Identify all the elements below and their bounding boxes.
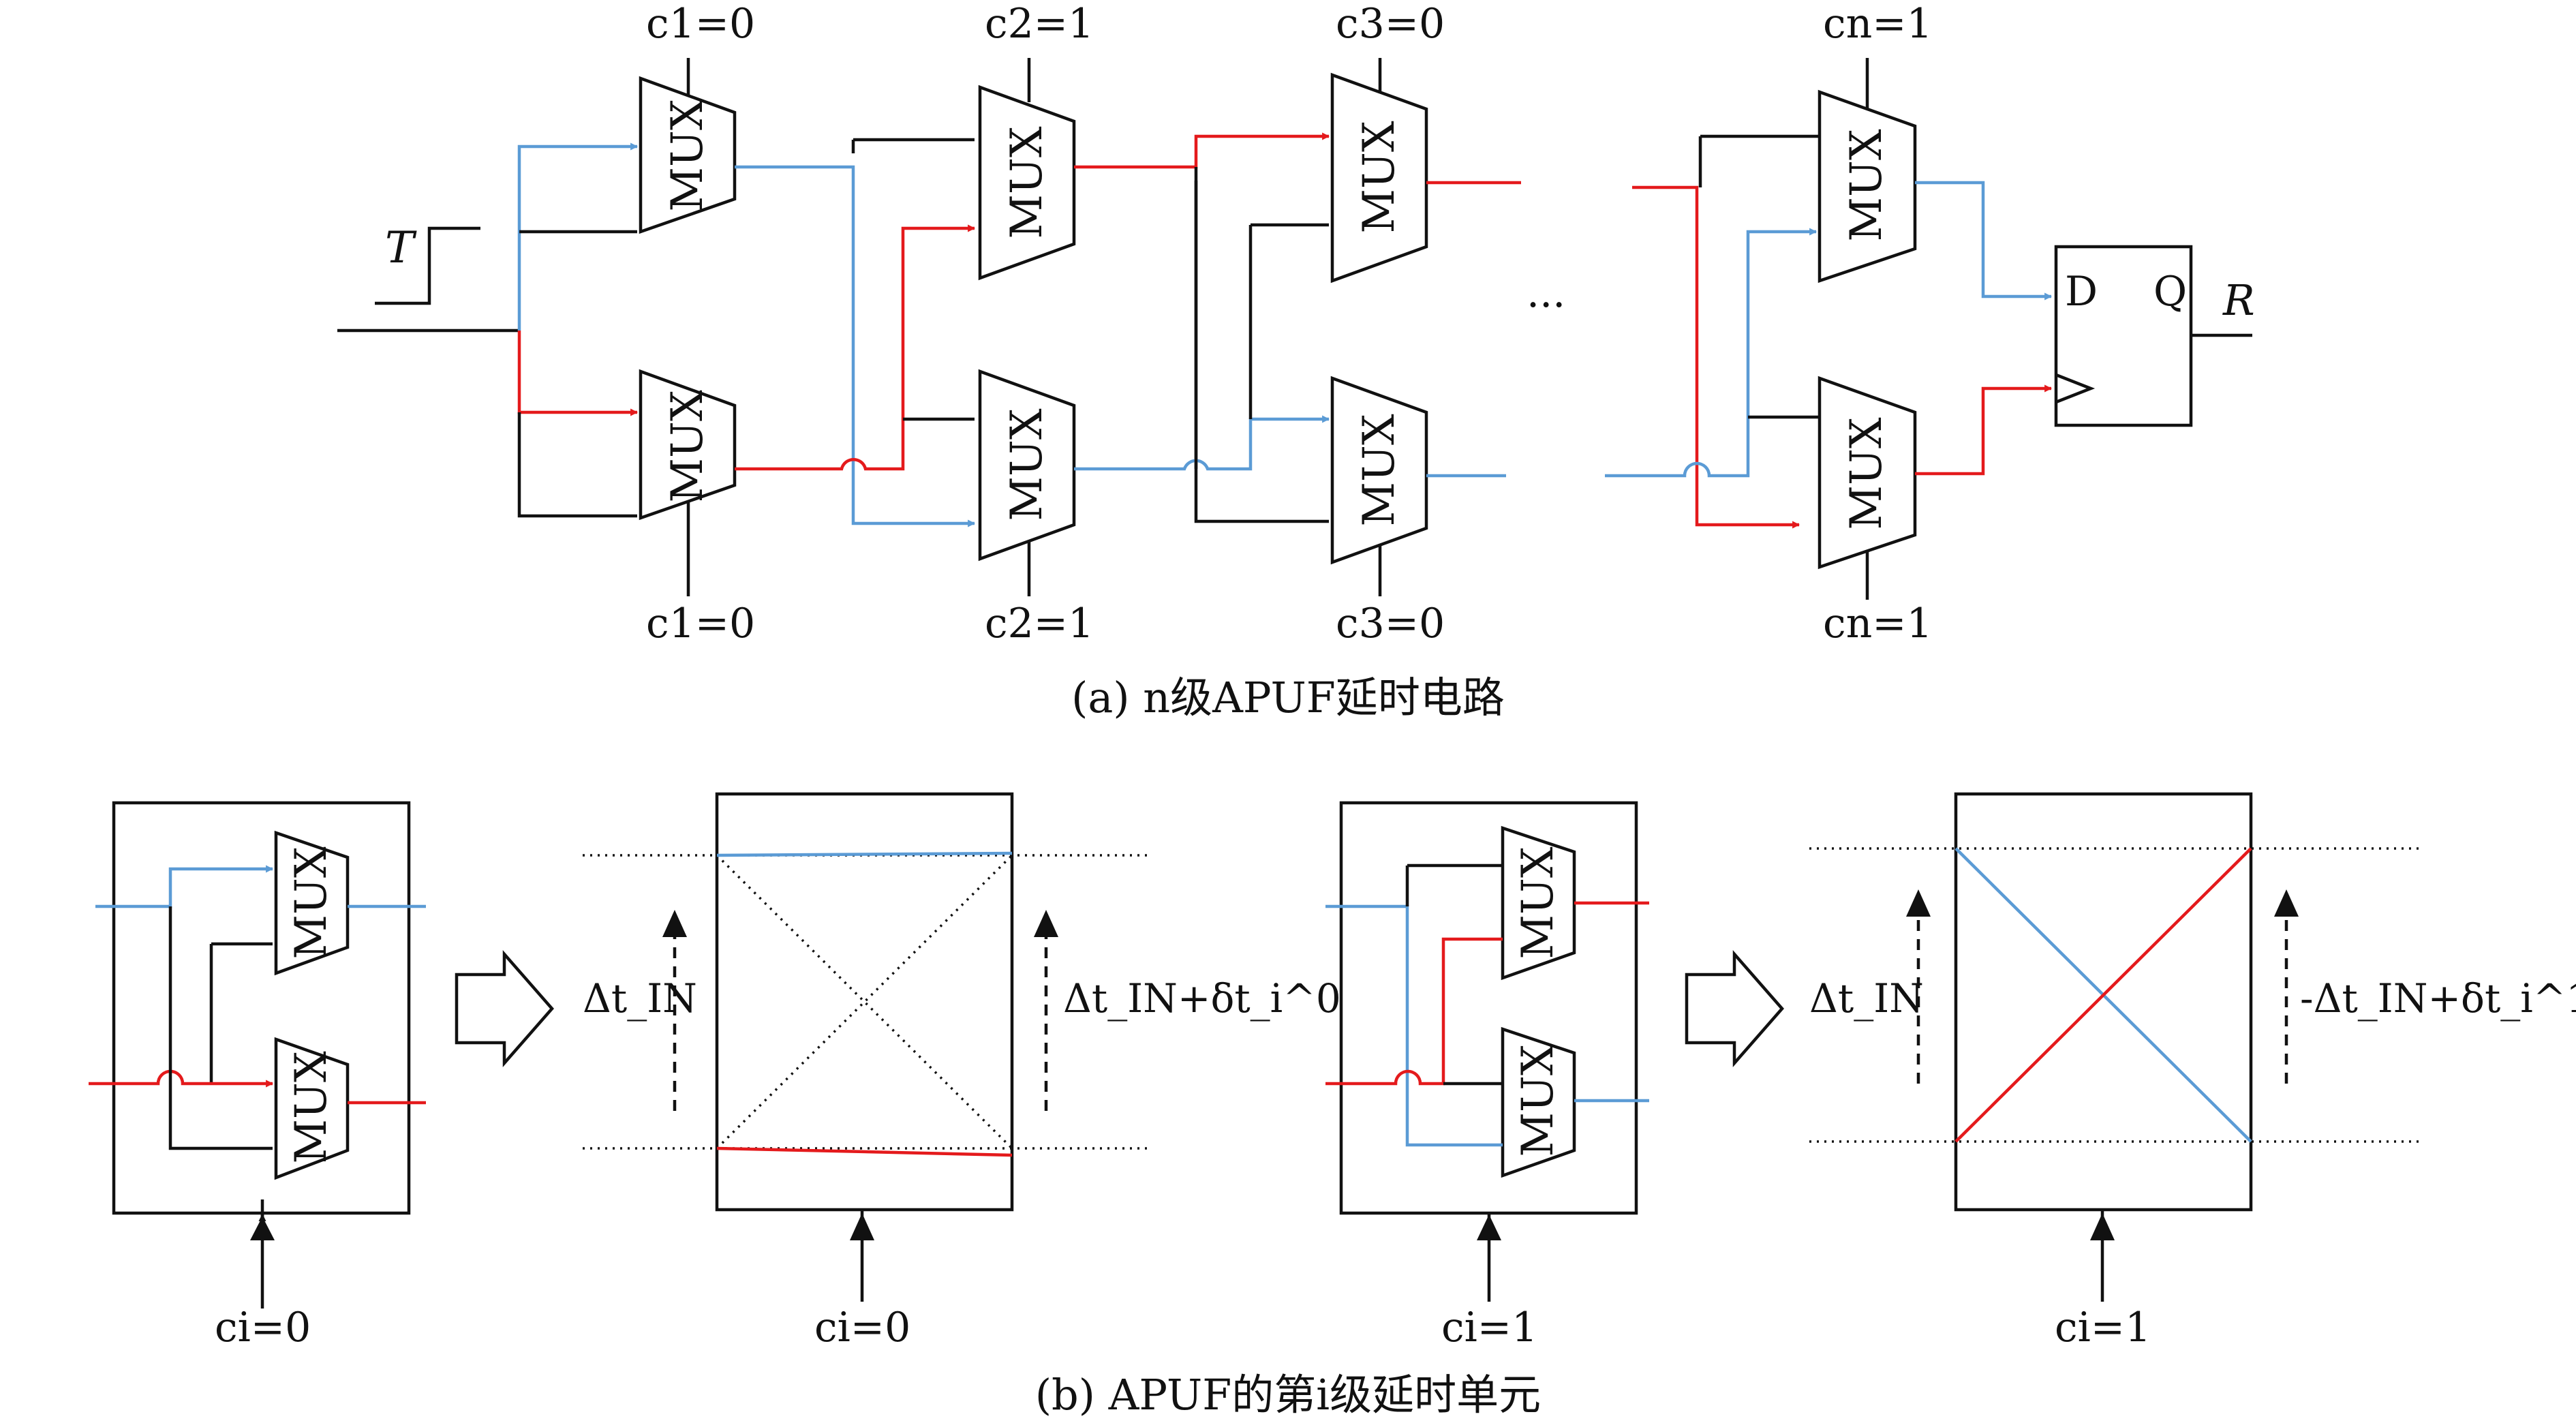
mux-label: MUX [1002, 126, 1052, 239]
mux-stage1-top [639, 76, 737, 234]
mux-label: MUX [1841, 417, 1892, 530]
mux-label: MUX [1513, 846, 1563, 959]
flipflop-d-label: D [2065, 268, 2098, 316]
select-label-top: c1=0 [646, 0, 755, 48]
stage-3: MUX MUX c3=0 c3=0 [1330, 0, 1521, 647]
delay-cell-straight: MUX MUX ci=0 [89, 801, 426, 1351]
panel-a-caption: (a) n级APUF延时电路 [1071, 673, 1505, 722]
panel-b: MUX MUX ci=0 [89, 792, 2576, 1420]
mux-label: MUX [286, 1051, 337, 1163]
select-label-bottom: c3=0 [1336, 600, 1445, 647]
mux-stagen-top [1818, 89, 1917, 284]
select-label: ci=0 [215, 1304, 311, 1351]
delta-out-label: -Δt_IN+δt_i^1 [2300, 975, 2576, 1022]
mux-label: MUX [286, 846, 337, 959]
delay-cell-crossed: MUX MUX ci=1 [1325, 801, 1649, 1351]
select-label-bottom: c1=0 [646, 600, 755, 647]
select-label: ci=1 [1441, 1304, 1537, 1351]
delta-in-label: Δt_IN [1809, 975, 1924, 1022]
timing-diagram-straight: Δt_IN Δt_IN+δt_i^0 ci=0 [583, 792, 1341, 1351]
select-label-top: cn=1 [1823, 0, 1933, 48]
panel-a: T MUX MUX c1=0 c1=0 MUX [337, 0, 2255, 722]
transform-arrow [455, 950, 554, 1067]
delta-in-label: Δt_IN [583, 975, 697, 1022]
mux-label: MUX [1513, 1044, 1563, 1157]
mux-cell1-bottom [274, 1037, 350, 1180]
mux-stagen-bottom [1818, 376, 1917, 570]
flipflop-output-label: R [2222, 275, 2255, 325]
transform-arrow [1685, 950, 1784, 1067]
stage-2: MUX MUX c2=1 c2=1 [978, 0, 1094, 647]
mux-cell1-top [274, 830, 350, 976]
trigger-input: T [337, 142, 639, 518]
stage-1: MUX MUX c1=0 c1=0 [639, 0, 755, 647]
mux-label: MUX [1354, 414, 1405, 526]
mux-stage1-bottom [639, 369, 737, 521]
flipflop-q-label: Q [2153, 268, 2187, 316]
mux-cell2-top [1501, 825, 1576, 981]
panel-b-caption: (b) APUF的第i级延时单元 [1035, 1370, 1541, 1420]
select-label: ci=0 [814, 1304, 910, 1351]
select-label-bottom: cn=1 [1823, 600, 1933, 647]
trigger-label: T [385, 223, 417, 273]
mux-label: MUX [1002, 408, 1052, 521]
mux-stage2-bottom [978, 369, 1076, 562]
d-flip-flop: D Q R [2054, 245, 2255, 427]
mux-stage2-top [978, 85, 1076, 281]
select-label: ci=1 [2055, 1304, 2151, 1351]
mux-label: MUX [662, 99, 713, 211]
select-label-bottom: c2=1 [985, 600, 1094, 647]
mux-stage3-bottom [1330, 376, 1428, 565]
mux-label: MUX [1841, 129, 1892, 241]
mux-label: MUX [662, 390, 713, 502]
delta-out-label: Δt_IN+δt_i^0 [1063, 975, 1341, 1022]
stage-n: MUX MUX cn=1 cn=1 [1818, 0, 1933, 647]
select-label-top: c2=1 [985, 0, 1094, 48]
ellipsis: ... [1527, 269, 1565, 317]
mux-stage3-top [1330, 72, 1428, 284]
mux-cell2-bottom [1501, 1026, 1576, 1178]
select-label-top: c3=0 [1336, 0, 1445, 48]
mux-label: MUX [1354, 121, 1405, 233]
timing-diagram-crossed: Δt_IN -Δt_IN+δt_i^1 ci=1 [1809, 792, 2576, 1351]
